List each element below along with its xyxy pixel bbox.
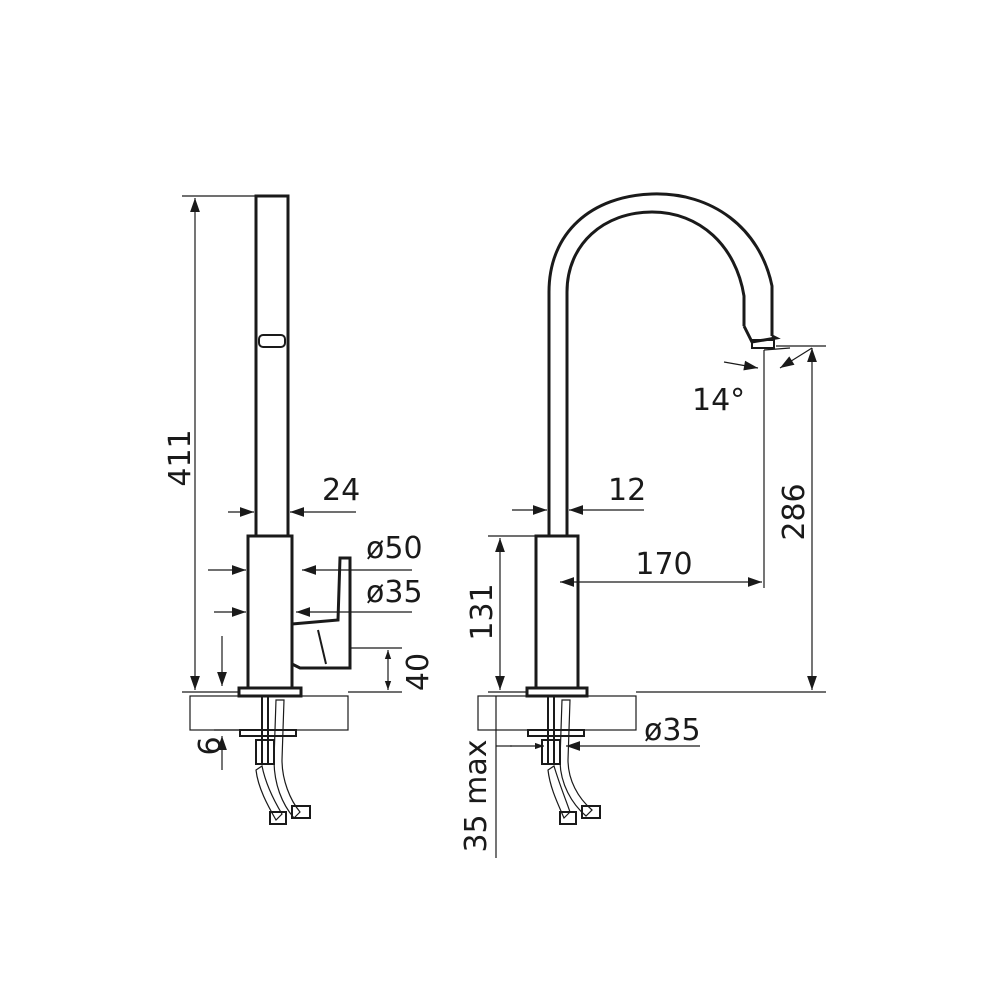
dim-line-14-right bbox=[779, 347, 813, 369]
dim-131: 131 bbox=[465, 583, 500, 640]
front-washer bbox=[527, 729, 585, 737]
front-hose-2 bbox=[547, 765, 571, 820]
dim-front-o35: ø35 bbox=[644, 713, 701, 748]
front-base-ring bbox=[525, 686, 589, 698]
front-counter bbox=[477, 695, 637, 731]
dim-6: 6 bbox=[193, 736, 228, 755]
dim-411: 411 bbox=[163, 429, 198, 486]
front-fitting-1 bbox=[559, 811, 577, 825]
dim-40: 40 bbox=[401, 653, 436, 691]
side-nut bbox=[255, 739, 275, 765]
dim-side-o35: ø35 bbox=[366, 575, 423, 610]
dim-24: 24 bbox=[322, 473, 360, 508]
front-nut bbox=[541, 739, 561, 765]
front-aerator bbox=[751, 339, 775, 349]
front-gooseneck-inner bbox=[565, 210, 746, 536]
front-fitting-2 bbox=[581, 805, 601, 819]
dim-14deg: 14° bbox=[692, 383, 745, 418]
dim-35max: 35 max bbox=[459, 739, 494, 852]
side-fitting-1 bbox=[269, 811, 287, 825]
side-view: 411 24 ø50 ø35 40 6 bbox=[163, 194, 436, 825]
side-hose-1 bbox=[273, 699, 301, 819]
side-hose-2 bbox=[255, 765, 283, 821]
side-base-ring bbox=[237, 686, 303, 698]
side-aerator-slot bbox=[258, 334, 286, 348]
dim-line-14-left bbox=[723, 360, 759, 371]
dim-o50: ø50 bbox=[366, 531, 423, 566]
side-lever bbox=[291, 556, 352, 670]
dim-12: 12 bbox=[608, 473, 646, 508]
front-view: 14° 286 12 170 131 ø35 35 max bbox=[459, 192, 826, 858]
side-spout-column bbox=[254, 194, 290, 538]
dim-286: 286 bbox=[777, 483, 812, 540]
front-gooseneck-outer bbox=[547, 192, 774, 536]
front-body bbox=[534, 534, 580, 690]
side-body bbox=[246, 534, 294, 690]
front-hose-1 bbox=[559, 699, 593, 817]
dim-170: 170 bbox=[635, 547, 692, 582]
side-fitting-2 bbox=[291, 805, 311, 819]
side-lever-detail bbox=[317, 629, 327, 665]
